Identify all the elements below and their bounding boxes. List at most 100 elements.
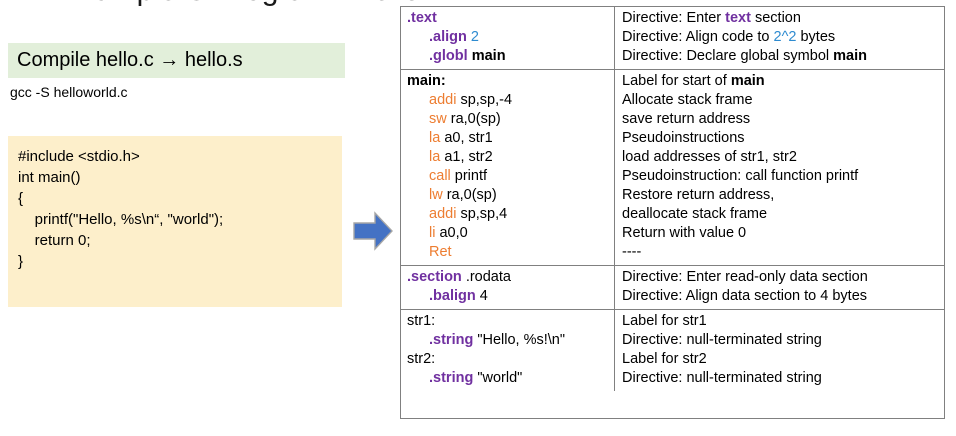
code-token: Directive: Enter	[622, 10, 726, 26]
code-token: Directive: Align code to	[622, 29, 774, 45]
assembly-code-line: .text	[407, 9, 614, 28]
assembly-code-line: call printf	[407, 167, 614, 186]
description-line: Directive: null-terminated string	[622, 331, 944, 350]
code-token: 4	[475, 288, 488, 304]
code-token: .align	[429, 29, 467, 45]
code-token: ra,0(sp)	[442, 187, 497, 203]
code-token: Directive: Declare global symbol	[622, 48, 834, 64]
code-token: 2	[470, 29, 479, 45]
assembly-code-line: .string "Hello, %s!\n"	[407, 331, 614, 350]
assembly-code-line: .align 2	[407, 28, 614, 47]
description-line: deallocate stack frame	[622, 205, 944, 224]
c-source-code-lines: #include <stdio.h> int main() { printf("He…	[18, 146, 342, 272]
code-token: "world"	[473, 370, 523, 386]
c-code-line: int main()	[18, 169, 81, 186]
code-token: Pseudoinstructions	[622, 130, 745, 146]
code-token: load addresses of str1, str2	[622, 149, 797, 165]
c-code-line: return 0;	[18, 232, 91, 249]
code-token: save return address	[622, 111, 751, 127]
code-token: Label for str2	[622, 351, 707, 367]
assembly-code-cell: .text.align 2.globl main	[401, 7, 615, 69]
code-token: .string	[429, 332, 474, 348]
code-token: Label for str1	[622, 313, 707, 329]
c-code-line: {	[18, 190, 24, 207]
code-token: Allocate stack frame	[622, 92, 753, 108]
right-arrow-icon	[352, 209, 394, 253]
assembly-code-line: Ret	[407, 243, 614, 262]
c-source-code-box: #include <stdio.h> int main() { printf("He…	[8, 136, 342, 307]
assembly-code-line: addi sp,sp,4	[407, 205, 614, 224]
c-code-line: printf("Hello, %s\n“, "world");	[18, 211, 224, 228]
c-code-line: #include <stdio.h>	[18, 148, 140, 165]
code-token: 2^2	[773, 29, 797, 45]
description-line: Directive: Align data section to 4 bytes	[622, 287, 944, 306]
description-line: Directive: Align code to 2^2 bytes	[622, 28, 944, 47]
assembly-code-line: sw ra,0(sp)	[407, 110, 614, 129]
description-line: load addresses of str1, str2	[622, 148, 944, 167]
description-line: Directive: Declare global symbol main	[622, 47, 944, 66]
code-token: Directive: null-terminated string	[622, 332, 822, 348]
code-token: str2:	[407, 351, 436, 367]
code-token: Pseudoinstruction: call function printf	[622, 168, 859, 184]
description-line: Label for str1	[622, 312, 944, 331]
code-token: .section	[407, 269, 462, 285]
assembly-code-line: li a0,0	[407, 224, 614, 243]
code-token: Ret	[429, 244, 452, 260]
page-title: Example C Program - hello.c	[60, 0, 420, 8]
description-line: Allocate stack frame	[622, 91, 944, 110]
assembly-code-line: str1:	[407, 312, 614, 331]
assembly-code-line: la a1, str2	[407, 148, 614, 167]
assembly-code-line: main:	[407, 72, 614, 91]
code-token: .text	[407, 10, 437, 26]
code-token: la	[429, 149, 441, 165]
code-token: Directive: Enter read-only data section	[622, 269, 868, 285]
code-token: "Hello, %s!\n"	[473, 332, 565, 348]
description-line: Directive: Enter text section	[622, 9, 944, 28]
code-token: section	[750, 10, 801, 26]
description-line: Return with value 0	[622, 224, 944, 243]
description-line: Directive: Enter read-only data section	[622, 268, 944, 287]
assembly-code-line: lw ra,0(sp)	[407, 186, 614, 205]
assembly-code-line: str2:	[407, 350, 614, 369]
description-line: Restore return address,	[622, 186, 944, 205]
code-token: ra,0(sp)	[446, 111, 501, 127]
code-token: a0, str1	[440, 130, 493, 146]
gcc-command-text: gcc -S helloworld.c	[10, 84, 128, 100]
code-token: Return with value 0	[622, 225, 747, 241]
code-token: addi	[429, 92, 457, 108]
code-token: deallocate stack frame	[622, 206, 768, 222]
assembly-code-line: la a0, str1	[407, 129, 614, 148]
code-token: addi	[429, 206, 457, 222]
code-token: bytes	[796, 29, 836, 45]
code-token: printf	[450, 168, 488, 184]
description-line: ----	[622, 243, 944, 262]
code-token: main	[833, 48, 867, 64]
assembly-code-cell: .section .rodata.balign 4	[401, 266, 615, 309]
code-token: li	[429, 225, 436, 241]
code-token: .globl	[429, 48, 468, 64]
code-token: a0,0	[435, 225, 468, 241]
compile-step-banner: Compile hello.c → hello.s	[8, 43, 345, 78]
code-token: Restore return address,	[622, 187, 775, 203]
code-token: Directive: Align data section to 4 bytes	[622, 288, 868, 304]
code-token: main	[471, 48, 506, 64]
code-token: str1:	[407, 313, 436, 329]
compile-step-label: Compile hello.c → hello.s	[17, 49, 243, 71]
table-section-strings-section: str1: .string "Hello, %s!\n" str2:.string …	[401, 310, 944, 391]
code-token: .string	[429, 370, 474, 386]
assembly-code-line: .globl main	[407, 47, 614, 66]
c-code-line: }	[18, 253, 24, 270]
code-token: lw	[429, 187, 443, 203]
description-line: save return address	[622, 110, 944, 129]
code-token: main	[730, 73, 765, 89]
